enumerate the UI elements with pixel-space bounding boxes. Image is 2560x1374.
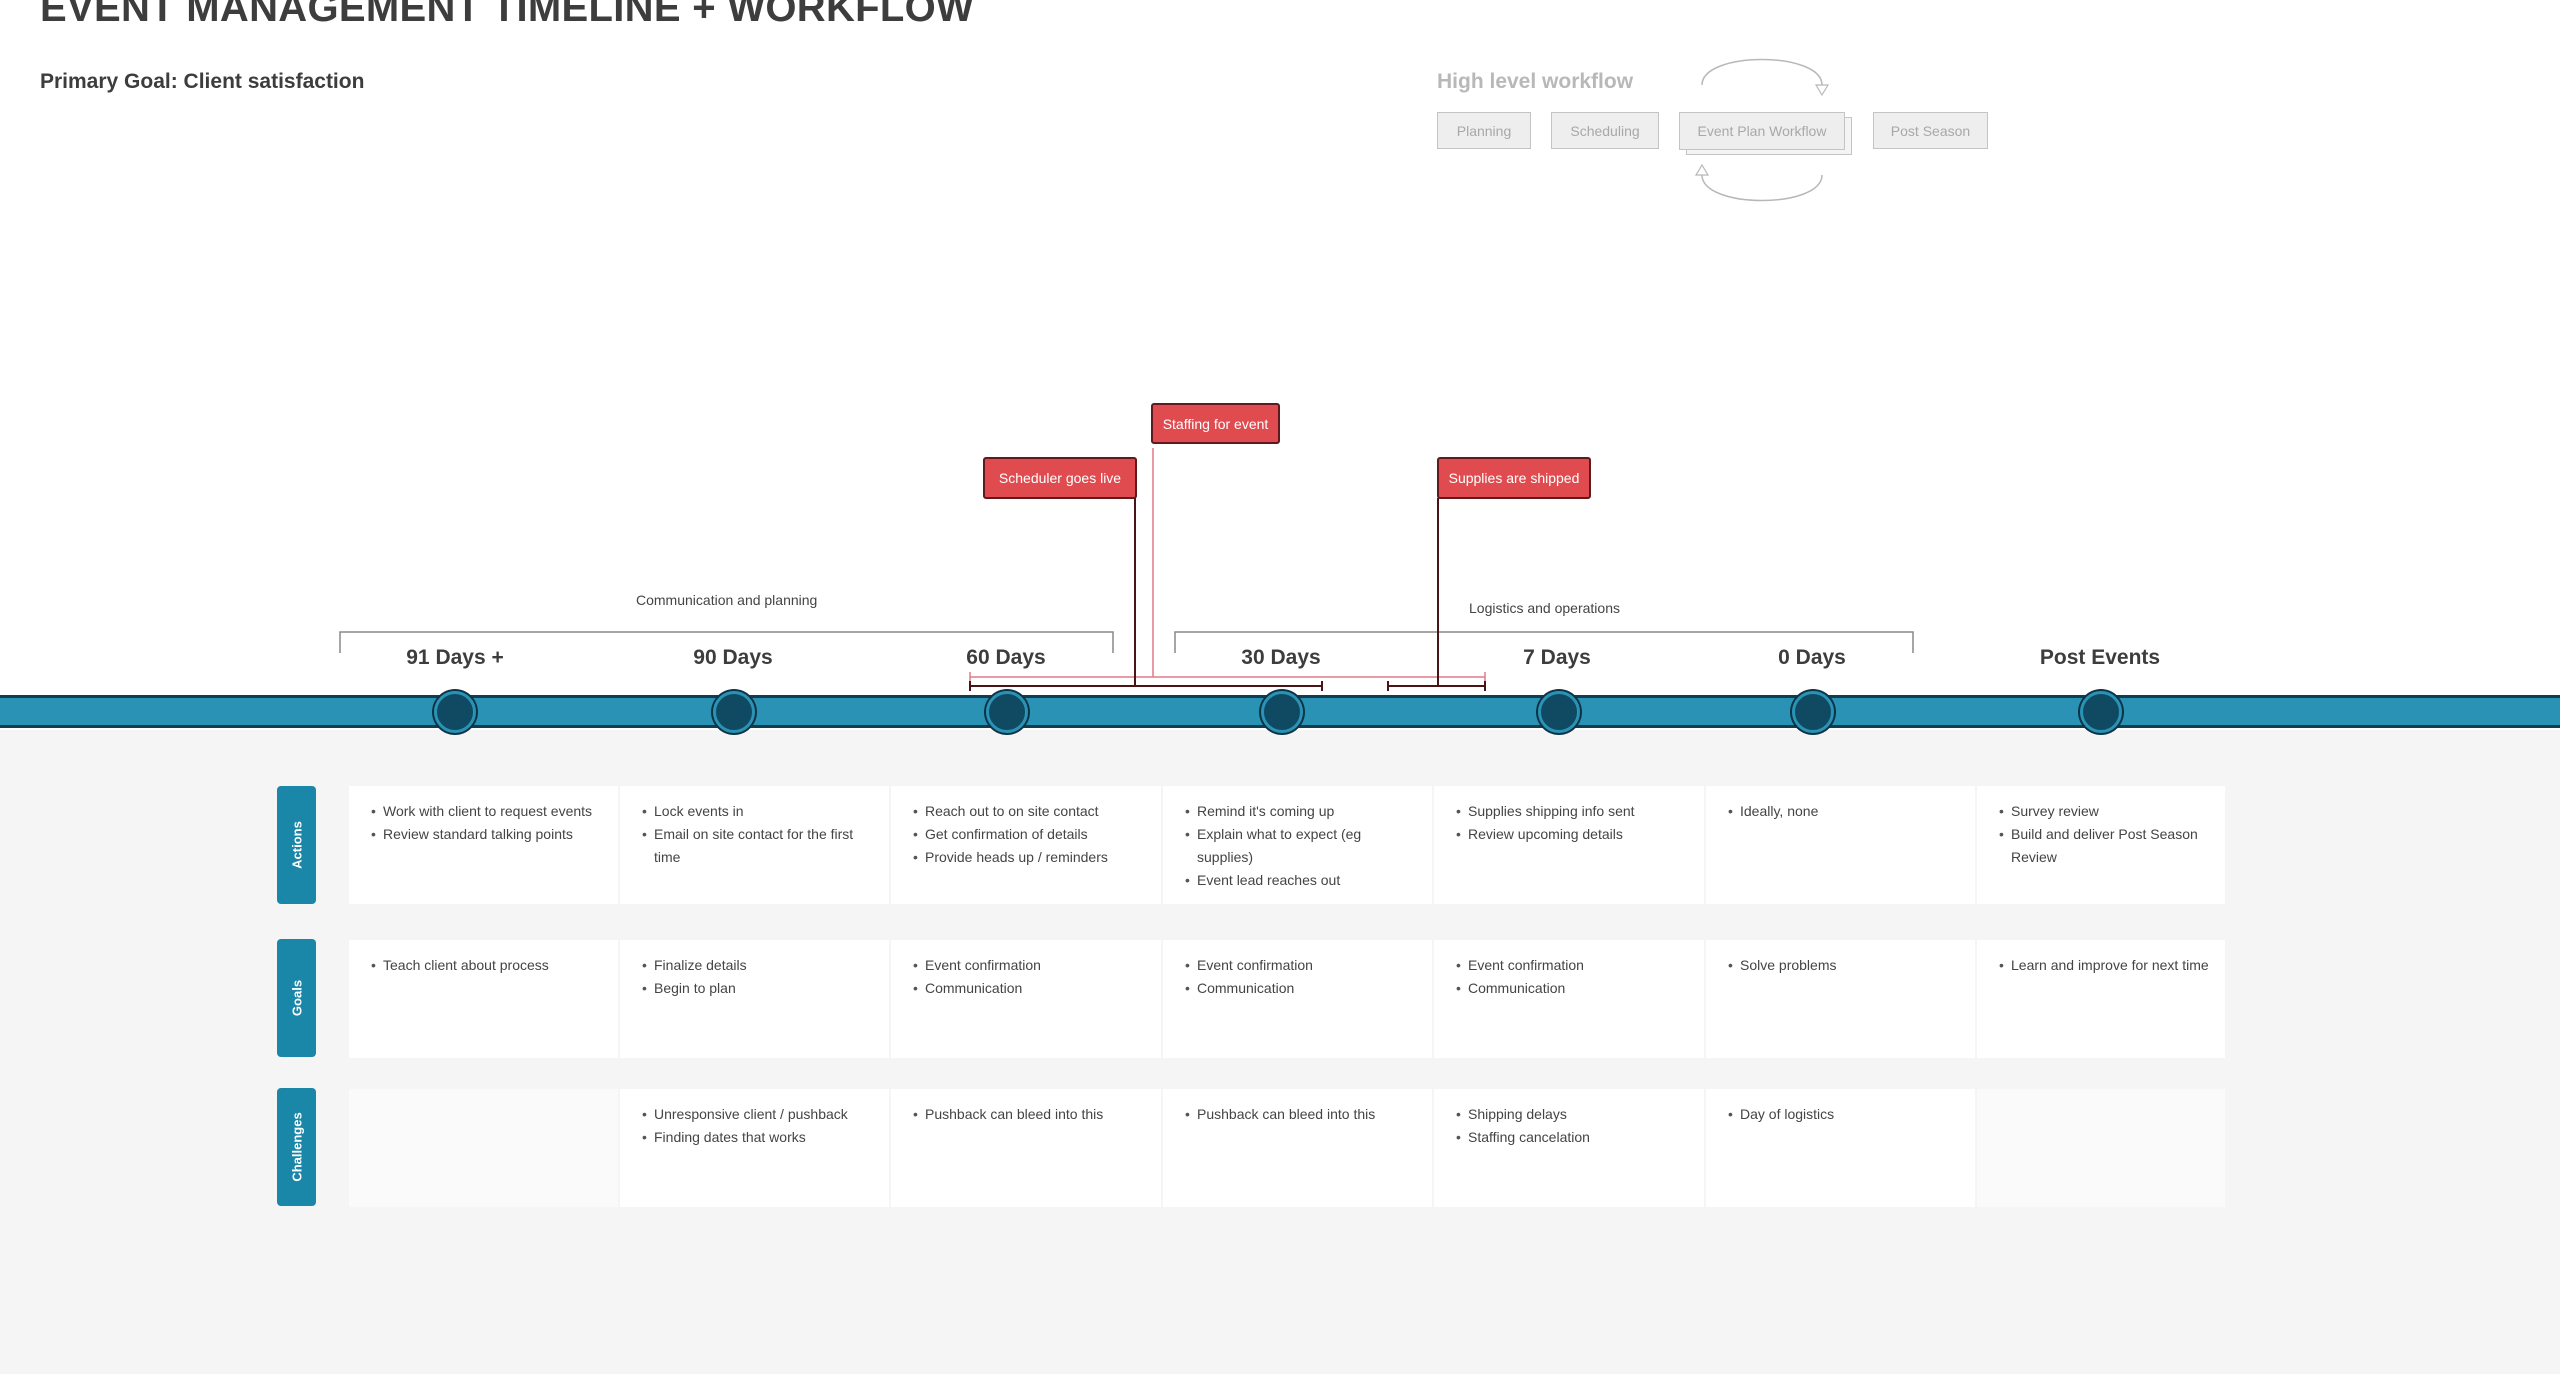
period-90-days: 90 Days [693, 646, 773, 669]
workflow-loop-arrows [1694, 58, 1830, 202]
list-item: Pushback can bleed into this [1185, 1103, 1416, 1126]
list-item: Provide heads up / reminders [913, 846, 1145, 869]
workflow-title: High level workflow [1437, 70, 1634, 93]
challenges-cell: Unresponsive client / pushbackFinding da… [620, 1089, 889, 1207]
list-item: Remind it's coming up [1185, 800, 1416, 823]
timeline-node [713, 691, 755, 733]
goals-cell: Event confirmationCommunication [1434, 940, 1704, 1058]
list-item: Work with client to request events [371, 800, 602, 823]
list-item: Explain what to expect (eg supplies) [1185, 823, 1416, 869]
milestone-scheduler-live: Scheduler goes live [983, 457, 1137, 499]
list-item: Communication [1185, 977, 1416, 1000]
challenges-cell [1977, 1089, 2225, 1207]
milestone-supplies-shipped: Supplies are shipped [1437, 457, 1591, 499]
list-item: Finalize details [642, 954, 873, 977]
row-tab-challenges: Challenges [277, 1088, 316, 1206]
actions-cell: Lock events inEmail on site contact for … [620, 786, 889, 904]
list-item: Reach out to on site contact [913, 800, 1145, 823]
actions-cell: Ideally, none [1706, 786, 1975, 904]
period-7-days: 7 Days [1523, 646, 1591, 669]
list-item: Lock events in [642, 800, 873, 823]
list-item: Day of logistics [1728, 1103, 1959, 1126]
list-item: Event confirmation [1456, 954, 1688, 977]
timeline-node [434, 691, 476, 733]
list-item: Teach client about process [371, 954, 602, 977]
challenges-cell [349, 1089, 618, 1207]
challenges-cell: Pushback can bleed into this [891, 1089, 1161, 1207]
list-item: Learn and improve for next time [1999, 954, 2209, 977]
period-91-days: 91 Days + [406, 646, 504, 669]
goals-cell: Event confirmationCommunication [1163, 940, 1432, 1058]
list-item: Staffing cancelation [1456, 1126, 1688, 1149]
challenges-cell: Pushback can bleed into this [1163, 1089, 1432, 1207]
list-item: Event confirmation [1185, 954, 1416, 977]
goals-cell: Learn and improve for next time [1977, 940, 2225, 1058]
list-item: Event confirmation [913, 954, 1145, 977]
timeline-node [986, 691, 1028, 733]
list-item: Review upcoming details [1456, 823, 1688, 846]
actions-cell: Remind it's coming upExplain what to exp… [1163, 786, 1432, 904]
list-item: Communication [1456, 977, 1688, 1000]
row-tab-goals: Goals [277, 939, 316, 1057]
list-item: Event lead reaches out [1185, 869, 1416, 892]
period-post-events: Post Events [2039, 646, 2161, 669]
phase-label-logistics: Logistics and operations [1469, 600, 1620, 616]
timeline-node [2080, 691, 2122, 733]
list-item: Pushback can bleed into this [913, 1103, 1145, 1126]
period-30-days: 30 Days [1241, 646, 1321, 669]
primary-goal: Primary Goal: Client satisfaction [40, 70, 365, 93]
page-title: EVENT MANAGEMENT TIMELINE + WORKFLOW [40, 0, 975, 30]
actions-cell: Work with client to request eventsReview… [349, 786, 618, 904]
timeline-node [1261, 691, 1303, 733]
phase-label-communication: Communication and planning [636, 592, 818, 608]
workflow-step-post-season: Post Season [1873, 112, 1988, 149]
goals-cell: Finalize detailsBegin to plan [620, 940, 889, 1058]
list-item: Solve problems [1728, 954, 1959, 977]
goals-cell: Teach client about process [349, 940, 618, 1058]
list-item: Ideally, none [1728, 800, 1959, 823]
period-0-days: 0 Days [1778, 646, 1846, 669]
goals-cell: Event confirmationCommunication [891, 940, 1161, 1058]
timeline-connectors [339, 448, 1914, 691]
actions-cell: Supplies shipping info sentReview upcomi… [1434, 786, 1704, 904]
milestone-staffing: Staffing for event [1151, 403, 1280, 444]
workflow-step-event-plan: Event Plan Workflow [1679, 112, 1845, 150]
workflow-step-planning: Planning [1437, 112, 1531, 149]
timeline-node [1538, 691, 1580, 733]
row-tab-actions: Actions [277, 786, 316, 904]
list-item: Build and deliver Post Season Review [1999, 823, 2209, 869]
timeline-node [1792, 691, 1834, 733]
period-60-days: 60 Days [966, 646, 1046, 669]
list-item: Supplies shipping info sent [1456, 800, 1688, 823]
actions-cell: Reach out to on site contactGet confirma… [891, 786, 1161, 904]
workflow-step-scheduling: Scheduling [1551, 112, 1659, 149]
list-item: Review standard talking points [371, 823, 602, 846]
list-item: Begin to plan [642, 977, 873, 1000]
list-item: Finding dates that works [642, 1126, 873, 1149]
list-item: Survey review [1999, 800, 2209, 823]
challenges-cell: Shipping delaysStaffing cancelation [1434, 1089, 1704, 1207]
challenges-cell: Day of logistics [1706, 1089, 1975, 1207]
list-item: Communication [913, 977, 1145, 1000]
list-item: Shipping delays [1456, 1103, 1688, 1126]
list-item: Get confirmation of details [913, 823, 1145, 846]
goals-cell: Solve problems [1706, 940, 1975, 1058]
list-item: Email on site contact for the first time [642, 823, 873, 869]
actions-cell: Survey reviewBuild and deliver Post Seas… [1977, 786, 2225, 904]
list-item: Unresponsive client / pushback [642, 1103, 873, 1126]
